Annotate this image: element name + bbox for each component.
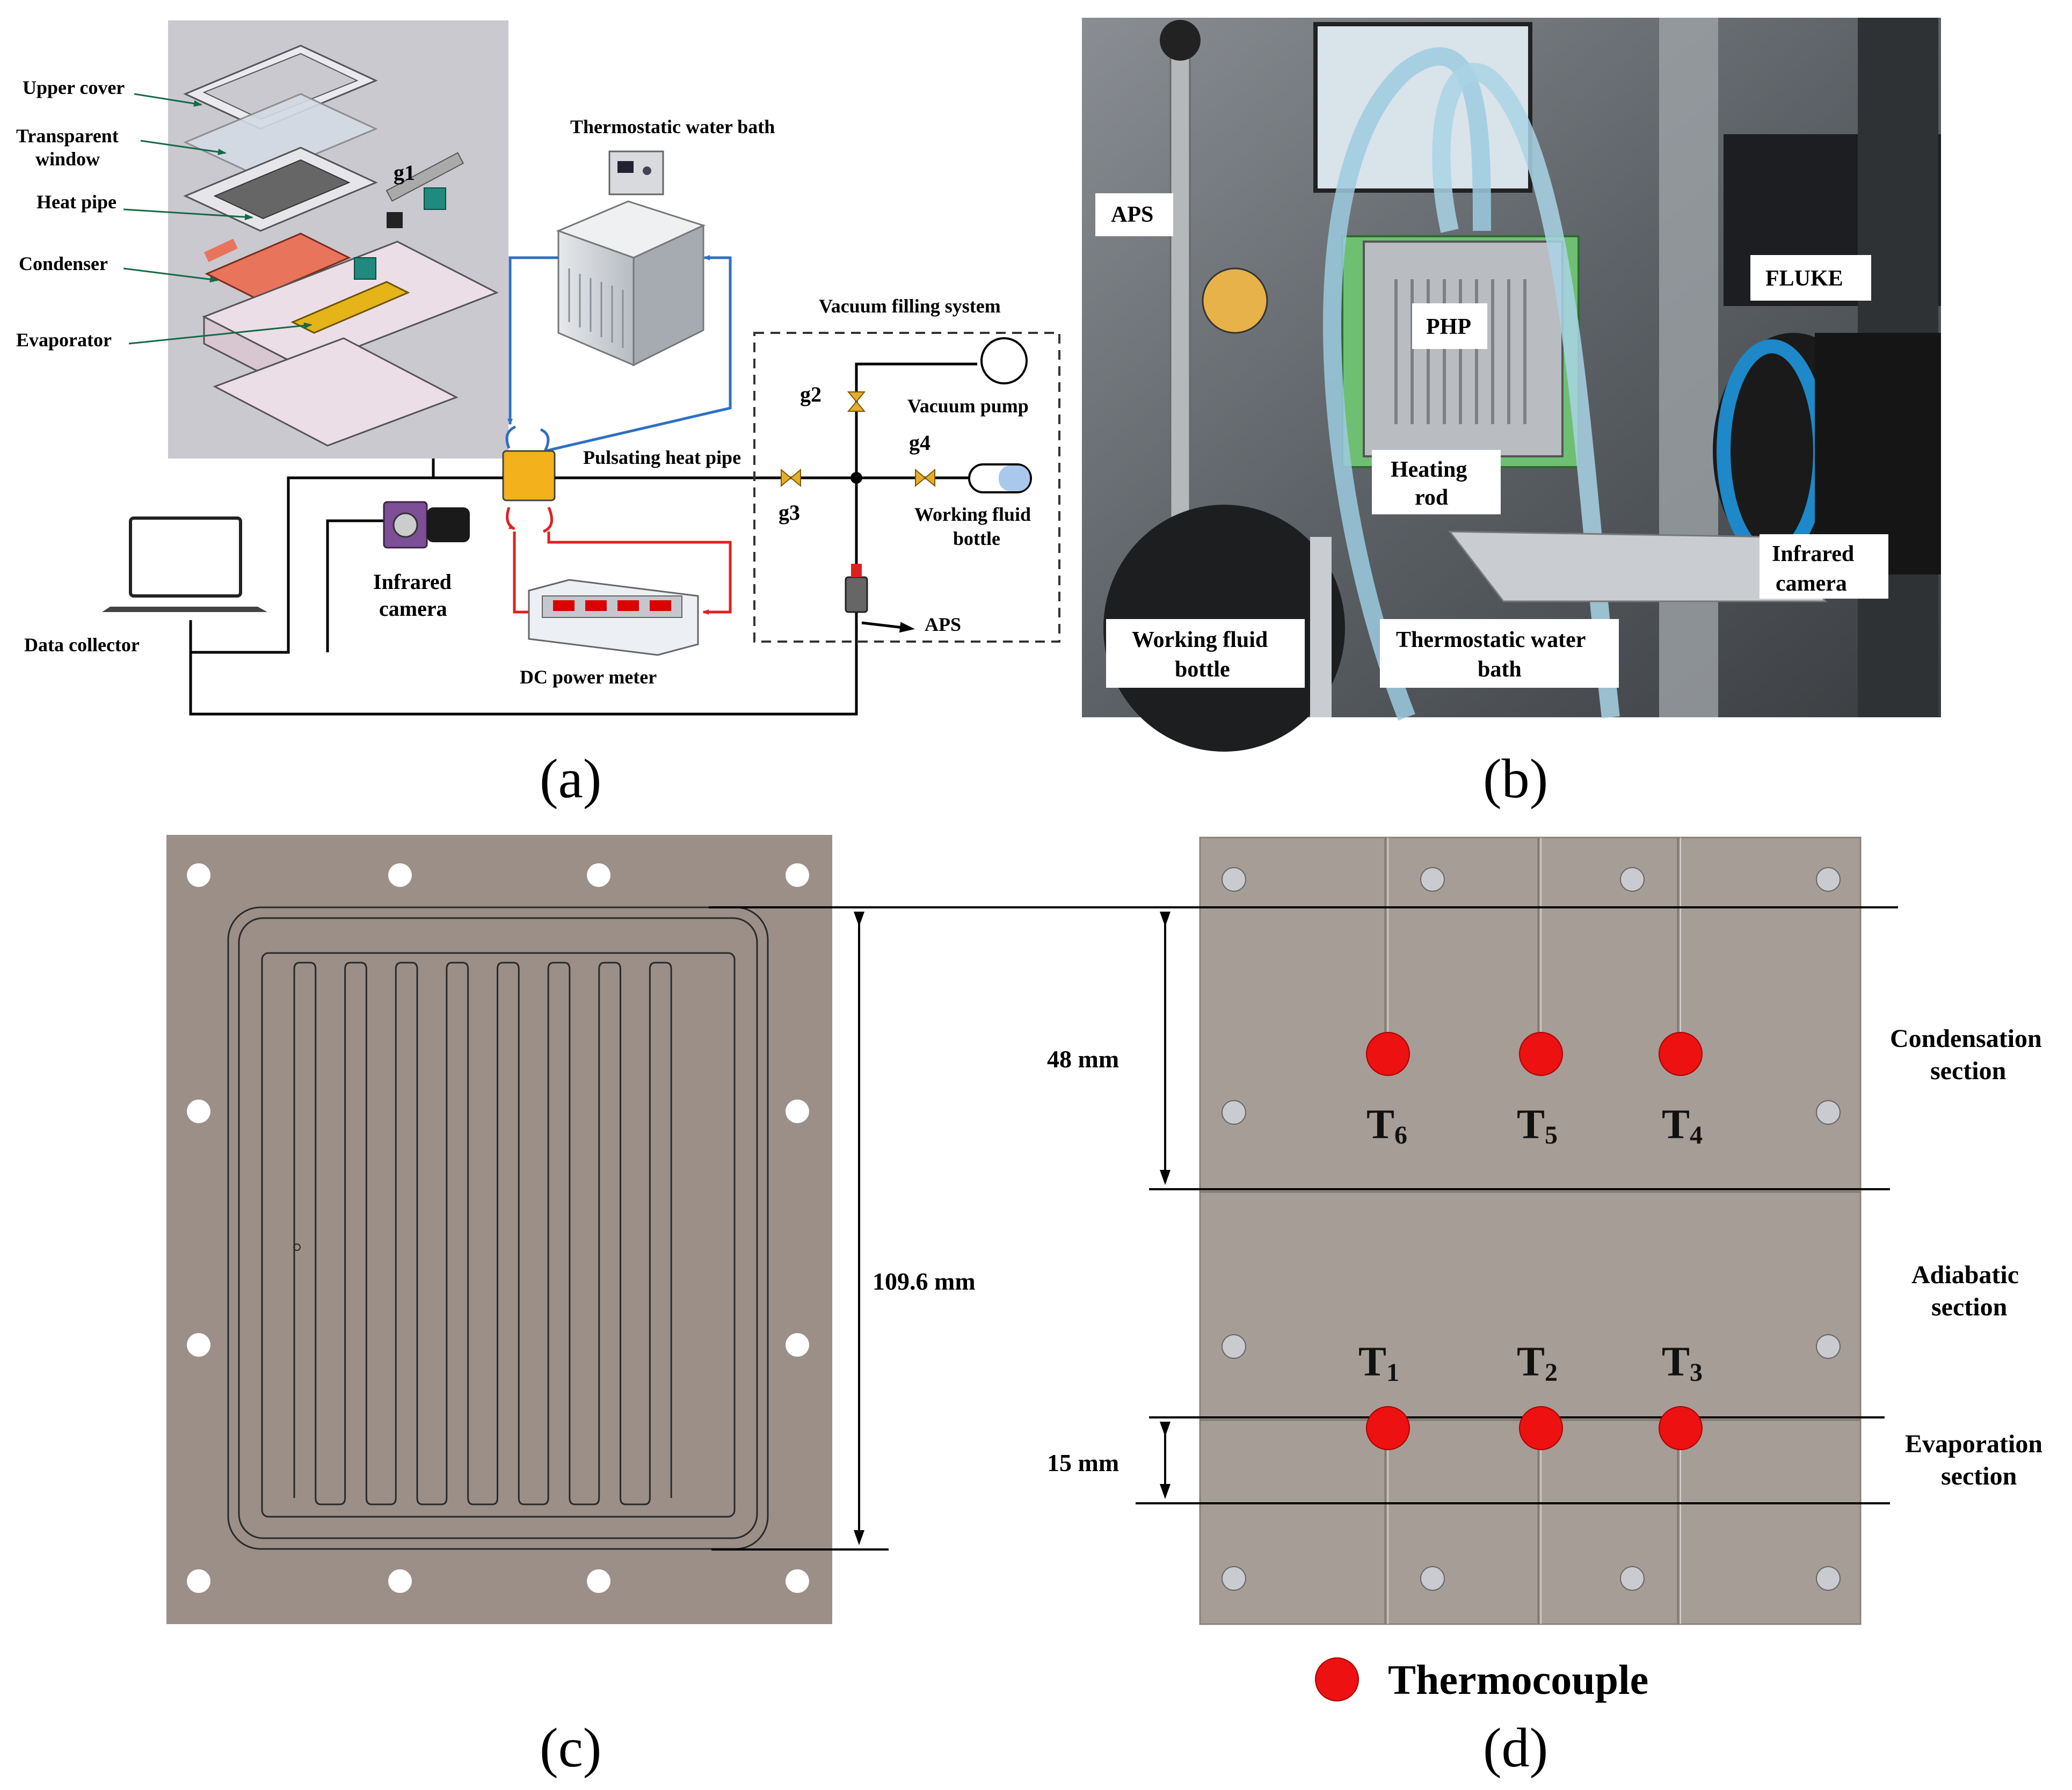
photo-labels: APS PHP FLUKE Heating rod Infrared camer…: [1095, 193, 1888, 688]
label-vacuum-filling-system: Vacuum filling system: [819, 295, 1001, 317]
label-valve-g4: g4: [909, 431, 930, 455]
photo-label-heating-rod-line1: Heating: [1391, 457, 1467, 482]
label-valve-g1: g1: [394, 161, 415, 185]
vacuum-pump-icon: [980, 337, 1028, 384]
label-t4: T4: [1662, 1101, 1703, 1149]
label-infrared-camera-line2: camera: [379, 596, 447, 621]
bolt-holes-d: [1222, 867, 1841, 1591]
label-adiabatic-line2: section: [1931, 1293, 2007, 1321]
label-t3: T3: [1662, 1338, 1703, 1387]
label-condenser: Condenser: [19, 253, 108, 274]
photo-label-infrared-camera-line2: camera: [1776, 571, 1847, 596]
pulsating-heat-pipe-block: [502, 450, 556, 501]
label-working-fluid-line2: bottle: [953, 528, 1000, 549]
label-working-fluid-line1: Working fluid: [914, 504, 1031, 525]
vacuum-system-box: [753, 332, 1060, 643]
bolt-holes-c: [187, 863, 809, 1593]
serpentine-channel: [293, 962, 672, 1505]
junction: [850, 472, 862, 484]
label-heat-pipe: Heat pipe: [37, 191, 117, 213]
exploded-view: [183, 45, 499, 447]
infrared-camera-icon: [383, 501, 470, 549]
caption-c: (c): [540, 1717, 601, 1779]
cooling-circuit: [505, 255, 732, 453]
section-boundaries: [709, 906, 1898, 1504]
label-evaporation-line1: Evaporation: [1905, 1430, 2042, 1458]
label-dim-15mm: 15 mm: [1047, 1449, 1119, 1476]
caption-d: (d): [1483, 1717, 1548, 1779]
legend-thermocouple-label: Thermocouple: [1388, 1656, 1648, 1703]
photo-label-working-fluid-line2: bottle: [1175, 657, 1230, 682]
label-leader-lines: [123, 93, 312, 345]
panel-b: APS PHP FLUKE Heating rod Infrared camer…: [1082, 18, 1941, 810]
label-adiabatic-line1: Adiabatic: [1911, 1261, 2019, 1289]
thermocouple-t2: [1519, 1406, 1563, 1450]
photo-label-fluke: FLUKE: [1765, 266, 1843, 291]
channel-outline: [227, 906, 769, 1550]
label-window: window: [35, 148, 100, 170]
photo-label-aps: APS: [1111, 202, 1153, 227]
photo-label-php: PHP: [1426, 315, 1471, 339]
photo-label-heating-rod-line2: rod: [1415, 485, 1448, 510]
caption-b: (b): [1483, 748, 1548, 810]
panel-c: 109.6 mm (c): [166, 835, 976, 1779]
thermocouple-wires: [1387, 838, 1681, 1624]
thermocouple-dots: [1366, 1032, 1703, 1450]
label-t6: T6: [1366, 1101, 1407, 1149]
panel-a: Upper cover Transparent window Heat pipe…: [16, 20, 1060, 810]
label-dim-48mm: 48 mm: [1047, 1045, 1119, 1073]
label-vacuum-pump: Vacuum pump: [907, 395, 1029, 417]
php-plate: [166, 835, 832, 1624]
label-t5: T5: [1517, 1101, 1558, 1149]
label-aps: APS: [925, 614, 961, 635]
fill-port: [293, 1243, 301, 1251]
label-condensation-line2: section: [1930, 1057, 2006, 1085]
water-bath-icon: [556, 150, 706, 367]
aps-sensor-icon: [845, 576, 868, 613]
caption-a: (a): [540, 748, 601, 810]
thermocouple-t6: [1366, 1032, 1410, 1076]
photo-label-infrared-camera-line1: Infrared: [1772, 542, 1854, 566]
label-condensation-line1: Condensation: [1890, 1024, 2042, 1053]
legend-thermocouple-marker: [1315, 1657, 1359, 1701]
laptop-icon: [102, 516, 267, 612]
label-valve-g3: g3: [779, 500, 800, 525]
heating-circuit: [506, 507, 732, 615]
valves: [781, 391, 935, 487]
photo-label-working-fluid-line1: Working fluid: [1132, 628, 1268, 652]
label-transparent: Transparent: [16, 125, 119, 147]
thermocouple-t1: [1366, 1406, 1410, 1450]
aps-sensor-cap: [851, 564, 862, 577]
thermocouple-plate: [1199, 836, 1862, 1625]
label-pulsating-heat-pipe: Pulsating heat pipe: [583, 447, 741, 468]
working-fluid-bottle-icon: [968, 463, 1032, 493]
photo-label-water-bath-line1: Thermostatic water: [1396, 628, 1586, 652]
thermocouple-t3: [1659, 1406, 1703, 1450]
vacuum-lines: [855, 362, 977, 633]
label-infrared-camera-line1: Infrared: [373, 570, 452, 594]
label-dc-power-meter: DC power meter: [520, 666, 657, 688]
label-dimension-c: 109.6 mm: [873, 1268, 976, 1295]
thermocouple-t5: [1519, 1032, 1563, 1076]
label-t2: T2: [1517, 1338, 1558, 1387]
label-upper-cover: Upper cover: [23, 77, 125, 98]
label-water-bath: Thermostatic water bath: [570, 116, 775, 137]
signal-lines: [189, 459, 858, 716]
label-valve-g2: g2: [800, 382, 821, 406]
label-evaporator: Evaporator: [16, 329, 112, 351]
label-evaporation-line2: section: [1941, 1462, 2017, 1490]
thermocouple-t4: [1659, 1032, 1703, 1076]
photo-label-water-bath-line2: bath: [1478, 657, 1522, 682]
panel-d: 48 mm 15 mm T6 T5 T4 T1 T2 T3 Condensati…: [709, 836, 2042, 1779]
label-data-collector: Data collector: [24, 634, 140, 656]
dc-power-meter-icon: [528, 579, 699, 656]
label-t1: T1: [1358, 1338, 1399, 1387]
